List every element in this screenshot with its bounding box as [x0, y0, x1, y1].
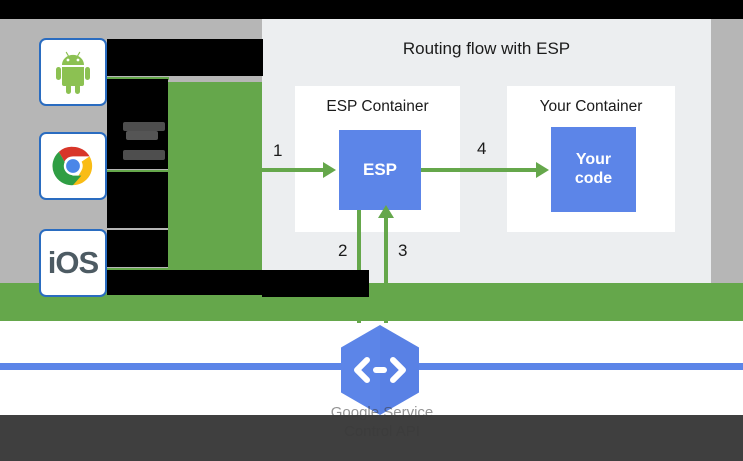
your-code-label-2: code — [574, 169, 613, 187]
footer-caption-line-1: Google Service — [330, 404, 434, 421]
obscured-label-3 — [123, 150, 165, 160]
arrow-4-head — [536, 162, 549, 178]
android-icon — [56, 51, 90, 94]
step-label-4: 4 — [477, 139, 487, 158]
esp-box-label: ESP — [362, 160, 398, 180]
arrow-1-line — [262, 168, 325, 172]
routing-flow-panel: Routing flow with ESP ESP Container Your… — [262, 19, 711, 283]
page-title: Routing flow with ESP — [402, 39, 571, 58]
connector-chrome — [107, 170, 169, 173]
redaction-block-4 — [107, 230, 168, 267]
arrow-4-line — [421, 168, 538, 172]
top-black-bar — [0, 0, 743, 19]
google-endpoints-logo — [337, 324, 423, 416]
redaction-block-3 — [107, 172, 168, 228]
redaction-block-6 — [262, 283, 369, 297]
client-card-ios[interactable]: iOS — [39, 229, 107, 297]
your-container-label: Your Container — [539, 98, 643, 115]
step-label-1: 1 — [273, 141, 283, 160]
green-slab — [168, 82, 264, 283]
client-card-android[interactable] — [39, 38, 107, 106]
obscured-label-1 — [123, 122, 165, 131]
footer-caption: Google Service Control API — [262, 404, 502, 442]
esp-box: ESP — [339, 130, 421, 210]
arrow-2-line — [357, 210, 361, 283]
arrow-3-line — [384, 217, 388, 283]
redaction-block-1 — [107, 39, 263, 76]
your-code-label-1: Your — [575, 151, 612, 169]
step-label-2: 2 — [338, 241, 348, 260]
step-label-3: 3 — [398, 241, 408, 260]
obscured-label-2 — [126, 131, 158, 140]
dark-footer-band — [0, 415, 743, 461]
arrow-3-head — [378, 205, 394, 218]
arrow-2-extension — [357, 283, 361, 323]
google-endpoints-hexagon-icon — [341, 325, 419, 415]
your-code-box: Your code — [551, 127, 636, 212]
arrow-3-extension — [384, 283, 388, 323]
chrome-icon — [52, 146, 93, 186]
ios-label: iOS — [47, 245, 99, 280]
esp-container-label: ESP Container — [326, 98, 429, 115]
footer-caption-line-2: Control API — [344, 422, 420, 440]
connector-ios — [107, 268, 169, 271]
arrow-1-head — [323, 162, 336, 178]
right-gray-strip — [711, 19, 743, 283]
connector-android — [107, 77, 169, 80]
client-card-chrome[interactable] — [39, 132, 107, 200]
